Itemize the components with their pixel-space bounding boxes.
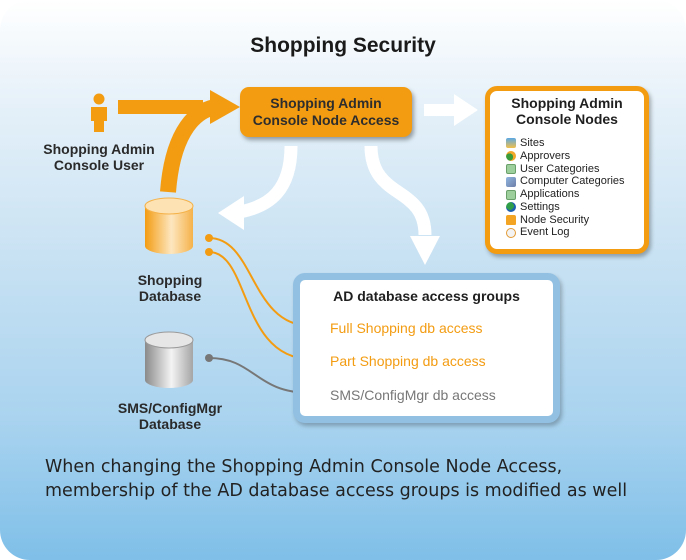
applications-icon	[506, 189, 516, 200]
node-item-label: Sites	[520, 136, 545, 149]
group-full-shopping: Full Shopping db access	[330, 320, 483, 336]
console-nodes-title-line1: Shopping Admin	[511, 95, 623, 111]
group-part-shopping: Part Shopping db access	[330, 353, 486, 369]
settings-icon	[506, 202, 516, 213]
node-access-box: Shopping Admin Console Node Access	[240, 87, 412, 137]
node-item-node-security: Node Security	[506, 214, 644, 227]
node-item-label: User Categories	[520, 162, 600, 175]
shopping-db-label-line2: Database	[138, 288, 202, 304]
sites-icon	[506, 138, 516, 149]
access-to-db-arrow	[218, 145, 298, 230]
node-item-label: Approvers	[520, 149, 571, 162]
user-label: Shopping Admin Console User	[36, 141, 162, 173]
node-access-line2: Console Node Access	[252, 112, 400, 128]
user-label-line1: Shopping Admin	[43, 141, 155, 157]
user-categories-icon	[506, 163, 516, 174]
node-item-label: Computer Categories	[520, 175, 625, 188]
diagram-title: Shopping Security	[250, 34, 436, 57]
access-to-nodes-arrow	[424, 94, 478, 126]
person-icon	[91, 93, 107, 132]
db-to-access-arrow	[160, 90, 240, 193]
shopping-db-label: Shopping Database	[120, 272, 220, 304]
user-to-access-arrow	[118, 100, 203, 114]
node-item-label: Node Security	[520, 213, 590, 226]
group-sms-configmgr: SMS/ConfigMgr db access	[330, 387, 496, 403]
node-access-line1: Shopping Admin	[270, 95, 382, 111]
node-item-settings: Settings	[506, 201, 644, 214]
sms-db-label: SMS/ConfigMgr Database	[105, 400, 235, 432]
lock-icon	[506, 215, 516, 226]
sms-db-label-line2: Database	[138, 416, 202, 432]
node-item-label: Event Log	[520, 226, 570, 239]
node-item-label: Applications	[520, 188, 580, 201]
node-item-approvers: Approvers	[506, 150, 644, 163]
shopping-database-icon	[144, 197, 194, 254]
ad-groups-title: AD database access groups	[333, 288, 520, 304]
console-nodes-title: Shopping Admin Console Nodes	[490, 95, 644, 127]
node-item-label: Settings	[520, 200, 560, 213]
access-to-groups-arrow	[364, 145, 440, 265]
approvers-icon	[506, 151, 516, 162]
console-nodes-list: Sites Approvers User Categories Computer…	[506, 137, 644, 239]
user-label-line2: Console User	[53, 157, 145, 173]
shopping-db-label-line1: Shopping	[137, 272, 203, 288]
caption-text: When changing the Shopping Admin Console…	[45, 457, 628, 501]
sms-database-icon	[144, 331, 194, 388]
ad-groups-box: AD database access groups Full Shopping …	[293, 273, 560, 423]
computer-categories-icon	[506, 176, 516, 187]
node-item-computer-categories: Computer Categories	[506, 175, 644, 188]
node-item-user-categories: User Categories	[506, 163, 644, 176]
event-log-icon	[506, 227, 516, 238]
sms-db-label-line1: SMS/ConfigMgr	[117, 400, 223, 416]
node-item-event-log: Event Log	[506, 226, 644, 240]
console-nodes-box: Shopping Admin Console Nodes Sites Appro…	[485, 86, 649, 254]
node-item-applications: Applications	[506, 188, 644, 201]
console-nodes-title-line2: Console Nodes	[516, 111, 618, 127]
node-item-sites: Sites	[506, 137, 644, 150]
